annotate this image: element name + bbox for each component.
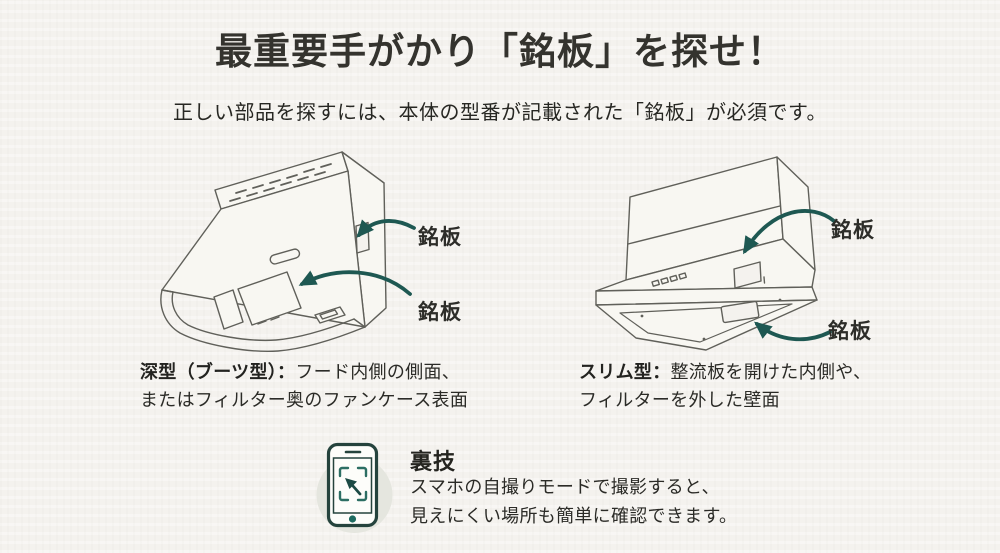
arrow-to-side-nameplate-icon [356, 219, 416, 238]
slim-hood-illustration [595, 156, 836, 351]
tip-line1: スマホの自撮りモードで撮影すると、 [410, 477, 720, 497]
deep-hood-type-label: 深型（ブーツ型）： [140, 362, 296, 382]
page-title: 最重要手がかり「銘板」を探せ！ [215, 32, 785, 73]
slim-hood-caption: スリム型：整流板を開けた内側や、 フィルターを外した壁面 [579, 358, 871, 414]
deep-hood-nameplate-arrows [298, 219, 416, 296]
deep-hood-caption-line2: またはフィルター奥のファンケース表面 [140, 390, 469, 410]
deep-hood-caption-line1: 深型（ブーツ型）：フード内側の側面、 [140, 362, 461, 382]
slim-hood-caption-line2: フィルターを外した壁面 [579, 390, 780, 410]
viewfinder-brackets-icon [338, 466, 368, 502]
slim-hood-upper-nameplate-label: 銘板 [831, 219, 875, 242]
smartphone-selfie-mode-icon [316, 442, 393, 533]
slim-hood-type-label: スリム型： [579, 362, 671, 382]
tip-text: スマホの自撮りモードで撮影すると、 見えにくい場所も簡単に確認できます。 [410, 473, 737, 531]
tip-heading: 裏技 [410, 449, 457, 474]
slim-hood-drawing [595, 156, 818, 351]
cursor-arrow-icon [351, 484, 362, 496]
slim-hood-lower-nameplate-label: 銘板 [828, 320, 872, 343]
slim-hood-caption-line1: スリム型：整流板を開けた内側や、 [579, 362, 872, 382]
tip-line2: 見えにくい場所も簡単に確認できます。 [410, 506, 738, 526]
slim-hood-nameplate-arrows [743, 209, 836, 342]
arrow-to-inner-tab-nameplate-icon [743, 209, 836, 255]
deep-hood-upper-nameplate-label: 銘板 [418, 226, 462, 249]
deep-hood-caption: 深型（ブーツ型）：フード内側の側面、 またはフィルター奥のファンケース表面 [140, 358, 468, 414]
page-subtitle: 正しい部品を探すには、本体の型番が記載された「銘板」が必須です。 [173, 102, 827, 124]
cursor-arrow-head-icon [345, 478, 357, 489]
deep-hood-drawing [160, 151, 387, 353]
arrow-to-inner-nameplate-icon [298, 270, 412, 296]
deep-hood-lower-nameplate-label: 銘板 [418, 301, 462, 324]
arrow-to-underside-nameplate-icon [754, 321, 832, 342]
deep-hood-illustration [160, 151, 416, 353]
home-button-dot-icon [348, 515, 357, 523]
